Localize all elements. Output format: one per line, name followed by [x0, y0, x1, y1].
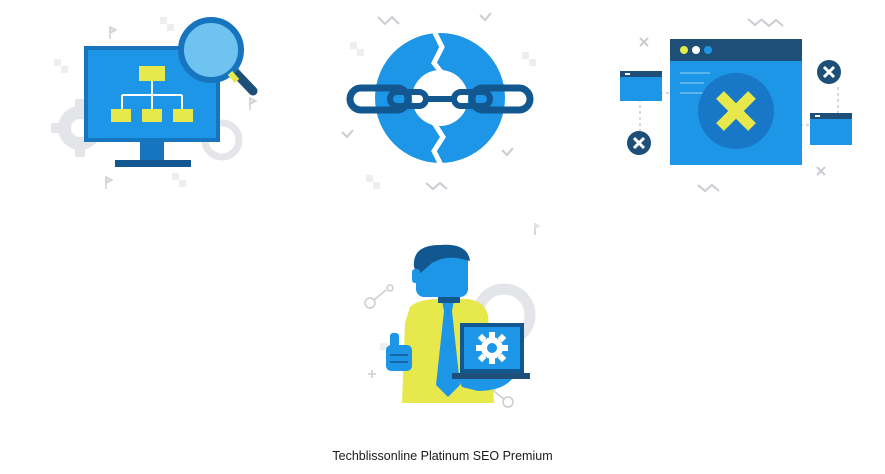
chain-link-icon: [346, 84, 534, 114]
close-icon: [716, 91, 756, 131]
magnifier-icon: [178, 17, 258, 96]
close-icon: [627, 131, 651, 155]
error-windows-illustration: [620, 18, 852, 193]
sitemap-monitor-illustration: [51, 17, 258, 189]
gear-icon: [476, 332, 508, 364]
caption: Techblissonline Platinum SEO Premium: [332, 449, 553, 463]
thumbs-up-icon: [386, 333, 422, 385]
sitemap-icon: [111, 66, 193, 122]
broken-link-illustration: [341, 12, 536, 191]
close-icon: [817, 60, 841, 84]
browser-window-icon: [670, 39, 802, 165]
person-laptop-illustration: [364, 223, 541, 408]
